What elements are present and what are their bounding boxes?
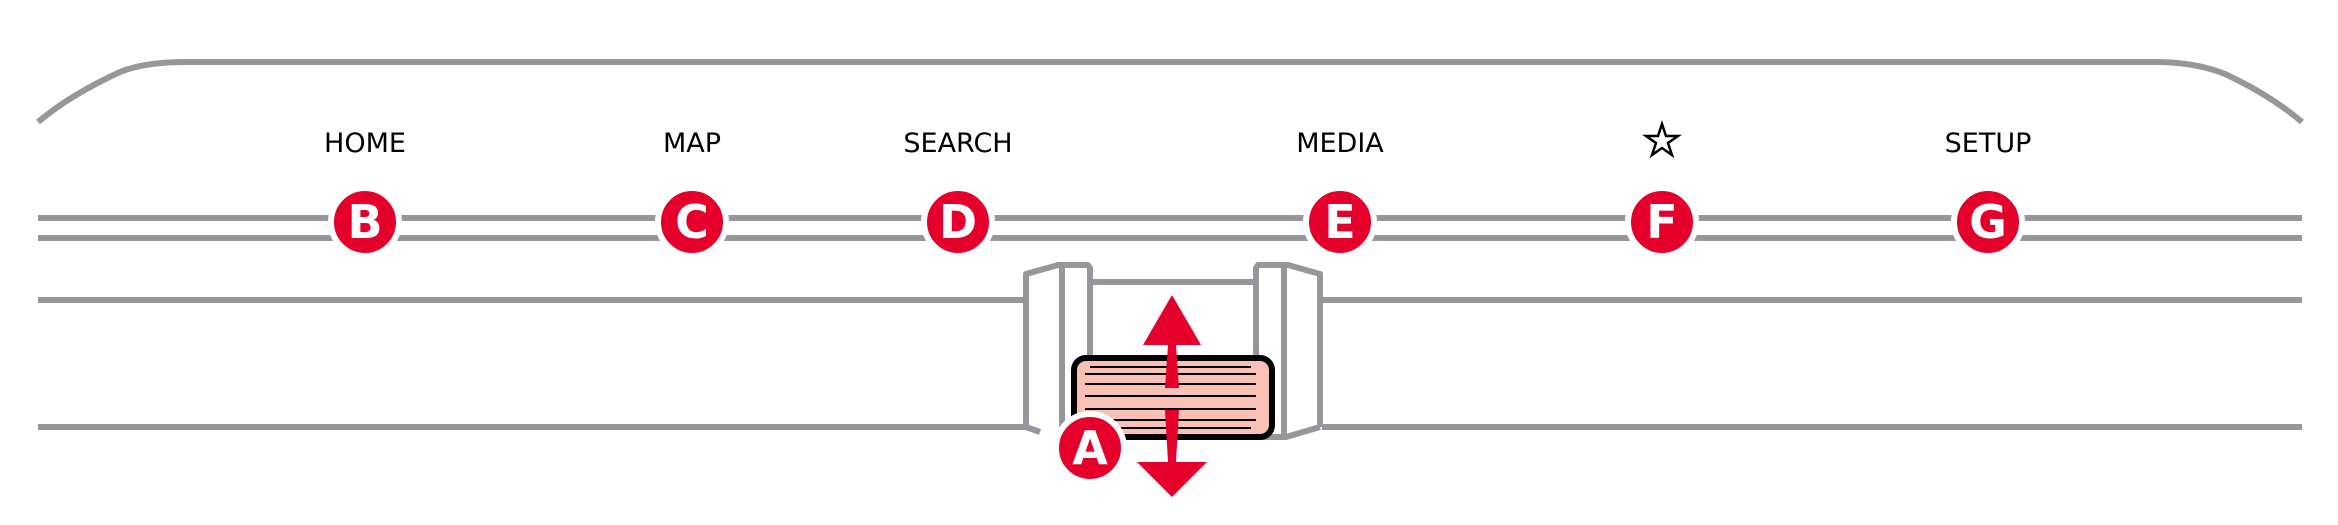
badge-g: G [1969,195,2007,249]
button-search[interactable]: SEARCH D [903,128,1013,259]
label-setup: SETUP [1945,128,2032,159]
label-search: SEARCH [903,128,1012,159]
badge-e: E [1324,195,1355,249]
label-media: MEDIA [1296,128,1384,159]
badge-a: A [1053,411,1127,485]
button-map[interactable]: MAP C [655,128,729,259]
button-media[interactable]: MEDIA E [1296,128,1384,259]
badge-f: F [1646,195,1677,249]
panel-outline [36,59,2304,125]
label-map: MAP [663,128,721,159]
button-setup[interactable]: SETUP G [1945,128,2032,259]
badge-b: B [347,195,382,249]
star-icon [1642,120,1682,159]
badge-c: C [675,195,709,249]
label-home: HOME [324,128,406,159]
console-lines [38,297,2302,430]
up-down-arrow-icon [1137,295,1207,497]
badge-d: D [939,195,977,249]
button-home[interactable]: HOME B [324,128,406,259]
badge-a-letter: A [1072,421,1108,475]
button-favorite[interactable]: F [1625,120,1699,259]
